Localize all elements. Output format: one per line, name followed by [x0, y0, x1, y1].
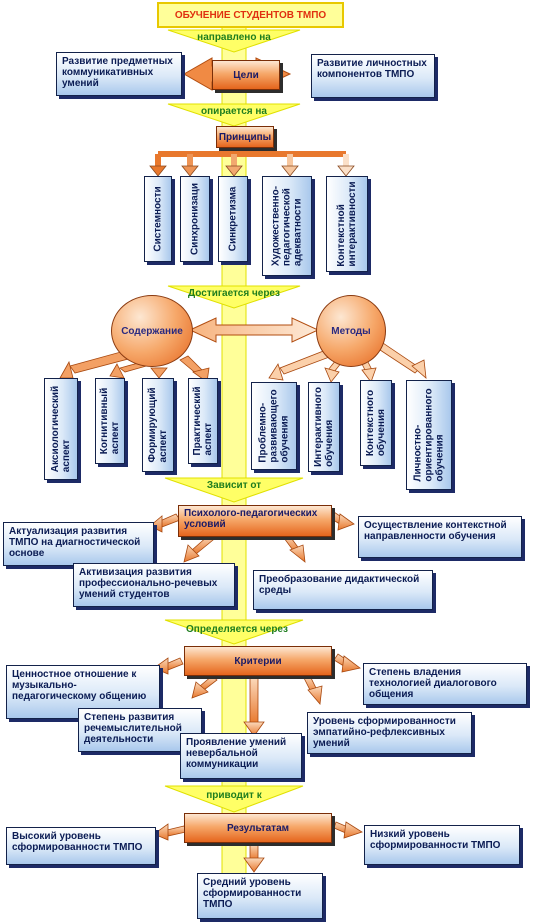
result-box: Высокий уровень сформированности ТМПО: [6, 827, 156, 865]
chevron-leads-to: [164, 785, 304, 813]
principle-box: Системности: [144, 176, 172, 262]
method-box: Проблемно- развивающего обучения: [251, 382, 297, 470]
principle-box: Контекстной интерактивности: [326, 176, 368, 272]
connector-relies-on: опирается на: [201, 106, 267, 117]
principles-branches: [155, 146, 349, 168]
criterion-box: Степень владения технологией диалогового…: [363, 663, 527, 705]
result-box: Низкий уровень сформированности ТМПО: [364, 825, 520, 865]
principle-label: Синхронизаци: [189, 182, 201, 256]
principle-box: Синкретизма: [218, 176, 248, 262]
condition-box: Активизация развития профессионально-реч…: [73, 563, 235, 607]
criterion-box: Проявление умений невербальной коммуника…: [180, 733, 302, 779]
condition-box: Осуществление контекстной направленности…: [358, 516, 522, 558]
content-aspect-box: Практический аспект: [188, 378, 218, 464]
results-center: Результатам: [184, 813, 332, 843]
chevron-relies-on: [167, 103, 301, 127]
goal-right-box: Развитие личностных компонентов ТМПО: [311, 54, 435, 98]
connector-depends-on: Зависит от: [206, 480, 262, 491]
method-label: Проблемно- развивающего обучения: [257, 389, 291, 463]
method-box: Личностно- ориентированного обучения: [406, 380, 452, 490]
goal-left-box: Развитие предметных коммуникативных умен…: [56, 52, 182, 96]
results-arrows: [153, 821, 363, 873]
chevron-defined-by: [164, 619, 304, 645]
connector-leads-to: приводит к: [206, 790, 262, 801]
criteria-center-label: Критерии: [234, 655, 282, 667]
goals-center-label: Цели: [233, 69, 259, 81]
content-aspect-box: Аксиологический аспект: [44, 378, 78, 480]
methods-arrows: [268, 340, 427, 383]
methods-circle-label: Методы: [331, 325, 371, 337]
goals-center: Цели: [212, 60, 280, 90]
criterion-box: Уровень сформированности эмпатийно-рефле…: [307, 712, 472, 754]
chevron-achieved-by: [167, 285, 301, 309]
content-aspect-label: Формирующий аспект: [147, 387, 169, 463]
principle-box: Художественно- педагогической адекватнос…: [262, 176, 312, 276]
content-methods-arrow: [188, 317, 320, 343]
methods-circle: Методы: [316, 295, 386, 367]
method-box: Контекстного обучения: [360, 380, 392, 466]
result-box: Средний уровень сформированности ТМПО: [197, 873, 323, 919]
method-label: Личностно- ориентированного обучения: [412, 388, 446, 482]
content-aspect-box: Когнитивный аспект: [95, 378, 125, 464]
principles-center: Принципы: [216, 126, 274, 148]
method-label: Контекстного обучения: [365, 389, 387, 457]
title-box: ОБУЧЕНИЕ СТУДЕНТОВ ТМПО: [157, 2, 344, 28]
connector-achieved-by: Достигается через: [188, 288, 280, 299]
conditions-center: Психолого-педагогических условий: [178, 505, 332, 537]
method-box: Интерактивного обучения: [308, 382, 340, 472]
principle-label: Синкретизма: [227, 186, 239, 252]
content-aspect-label: Практический аспект: [192, 386, 214, 456]
condition-box: Актуализация развития ТМПО на диагностич…: [3, 522, 154, 566]
content-aspect-box: Формирующий аспект: [142, 378, 174, 472]
content-circle: Содержание: [111, 295, 193, 367]
content-aspect-label: Аксиологический аспект: [50, 385, 72, 473]
chevron-directed-to: [167, 29, 301, 53]
criteria-center: Критерии: [184, 646, 332, 676]
content-circle-label: Содержание: [121, 325, 183, 337]
criteria-arrows: [153, 653, 361, 737]
method-label: Интерактивного обучения: [313, 387, 335, 467]
conditions-arrows: [149, 511, 355, 563]
connector-directed-to: направлено на: [197, 32, 271, 43]
principle-label: Системности: [152, 186, 164, 252]
principle-label: Контекстной интерактивности: [336, 181, 358, 267]
principle-box: Синхронизаци: [180, 176, 210, 262]
results-center-label: Результатам: [226, 822, 290, 834]
condition-box: Преобразование дидактической среды: [253, 570, 433, 610]
connector-defined-by: Определяется через: [186, 624, 288, 635]
principle-label: Художественно- педагогической адекватнос…: [270, 185, 304, 267]
principles-center-label: Принципы: [218, 131, 272, 143]
content-aspect-label: Когнитивный аспект: [99, 387, 121, 455]
title-text: ОБУЧЕНИЕ СТУДЕНТОВ ТМПО: [174, 9, 327, 21]
chevron-depends-on: [164, 477, 304, 503]
